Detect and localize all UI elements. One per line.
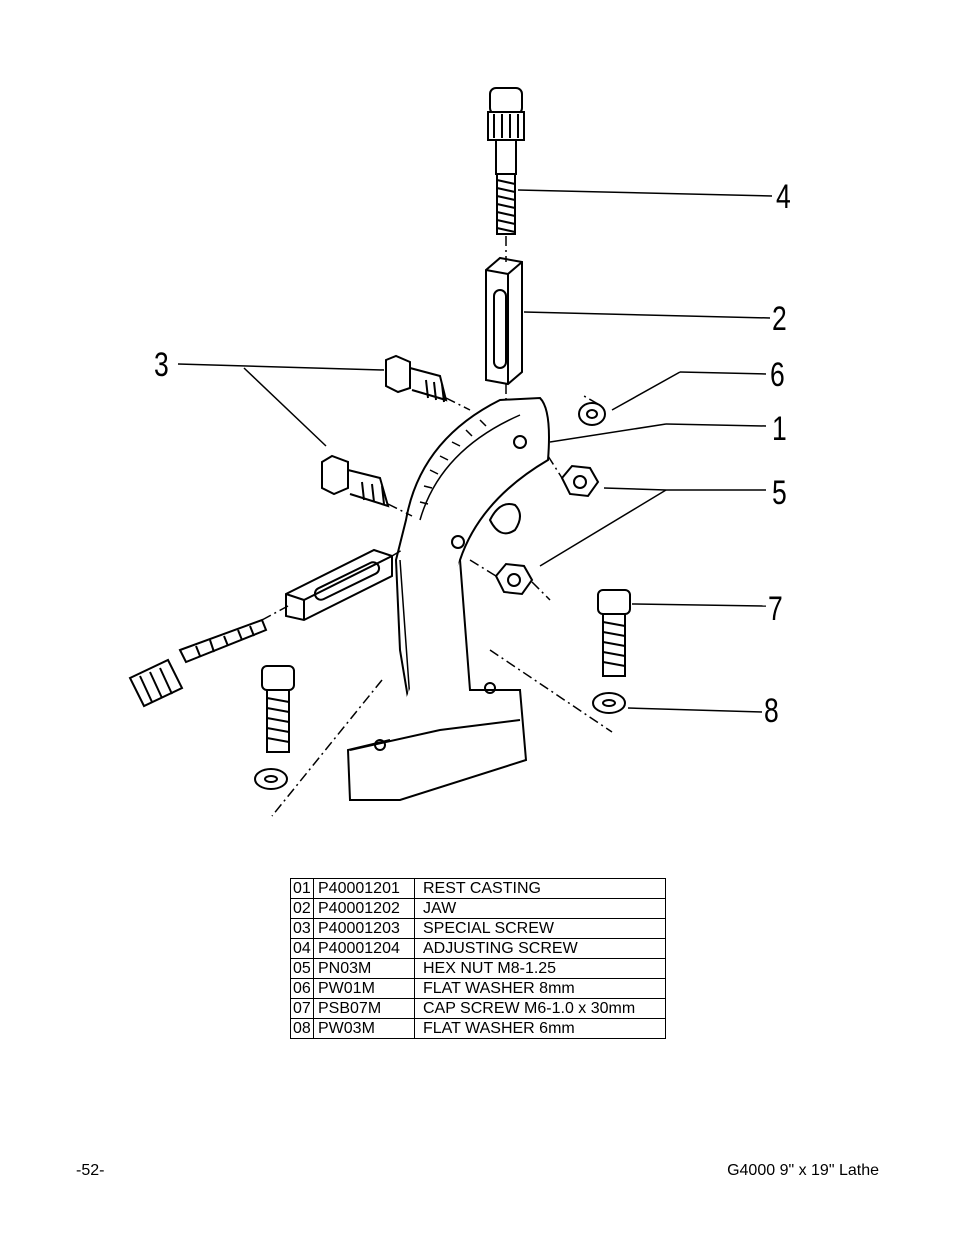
callout-leader-lines bbox=[177, 189, 773, 713]
table-row: 04 P40001204 ADJUSTING SCREW bbox=[290, 938, 666, 959]
parts-list-table: 01 P40001201 REST CASTING 02 P40001202 J… bbox=[290, 878, 666, 1039]
flat-washer-8mm bbox=[578, 402, 606, 426]
part-number: P40001202 bbox=[313, 898, 415, 919]
table-row: 05 PN03M HEX NUT M8-1.25 bbox=[290, 958, 666, 979]
part-ref: 05 bbox=[290, 958, 314, 979]
callout-4: 4 bbox=[776, 178, 791, 216]
table-row: 07 PSB07M CAP SCREW M6-1.0 x 30mm bbox=[290, 998, 666, 1019]
part-number: PW03M bbox=[313, 1018, 415, 1039]
part-ref: 04 bbox=[290, 938, 314, 959]
part-description: SPECIAL SCREW bbox=[414, 918, 666, 939]
callout-5: 5 bbox=[772, 474, 787, 512]
part-description: REST CASTING bbox=[414, 878, 666, 899]
part-description: JAW bbox=[414, 898, 666, 919]
adjusting-screw-top bbox=[487, 87, 525, 235]
part-ref: 08 bbox=[290, 1018, 314, 1039]
callout-8: 8 bbox=[764, 692, 779, 730]
callout-3: 3 bbox=[154, 346, 169, 384]
callout-1: 1 bbox=[772, 410, 787, 448]
jaw-lower bbox=[285, 548, 393, 622]
table-row: 02 P40001202 JAW bbox=[290, 898, 666, 919]
callout-2: 2 bbox=[772, 300, 787, 338]
rest-casting bbox=[346, 396, 550, 801]
cap-screw-right bbox=[597, 589, 631, 677]
part-description: CAP SCREW M6-1.0 x 30mm bbox=[414, 998, 666, 1019]
flat-washer-left bbox=[254, 768, 288, 790]
cap-screw-left bbox=[261, 665, 295, 753]
callout-6: 6 bbox=[770, 356, 785, 394]
special-screw-lower bbox=[321, 454, 390, 508]
part-number: P40001203 bbox=[313, 918, 415, 939]
jaw-upper bbox=[485, 256, 523, 386]
part-number: P40001201 bbox=[313, 878, 415, 899]
table-row: 03 P40001203 SPECIAL SCREW bbox=[290, 918, 666, 939]
table-row: 06 PW01M FLAT WASHER 8mm bbox=[290, 978, 666, 999]
part-ref: 06 bbox=[290, 978, 314, 999]
page-number: -52- bbox=[76, 1162, 105, 1179]
part-description: HEX NUT M8-1.25 bbox=[414, 958, 666, 979]
hex-nut-lower bbox=[494, 562, 534, 596]
part-number: P40001204 bbox=[313, 938, 415, 959]
part-description: ADJUSTING SCREW bbox=[414, 938, 666, 959]
special-screw-upper bbox=[385, 354, 448, 403]
part-number: PW01M bbox=[313, 978, 415, 999]
callout-7: 7 bbox=[768, 590, 783, 628]
adjusting-screw-lower bbox=[128, 618, 268, 708]
flat-washer-right bbox=[592, 692, 626, 714]
part-description: FLAT WASHER 8mm bbox=[414, 978, 666, 999]
exploded-parts-diagram bbox=[128, 87, 773, 817]
table-row: 01 P40001201 REST CASTING bbox=[290, 878, 666, 899]
assembly-lines bbox=[261, 236, 613, 817]
part-ref: 03 bbox=[290, 918, 314, 939]
hex-nut-upper bbox=[560, 464, 600, 498]
table-row: 08 PW03M FLAT WASHER 6mm bbox=[290, 1018, 666, 1039]
document-title: G4000 9" x 19" Lathe bbox=[727, 1162, 879, 1179]
part-description: FLAT WASHER 6mm bbox=[414, 1018, 666, 1039]
part-number: PSB07M bbox=[313, 998, 415, 1019]
part-ref: 07 bbox=[290, 998, 314, 1019]
part-ref: 02 bbox=[290, 898, 314, 919]
part-number: PN03M bbox=[313, 958, 415, 979]
part-ref: 01 bbox=[290, 878, 314, 899]
